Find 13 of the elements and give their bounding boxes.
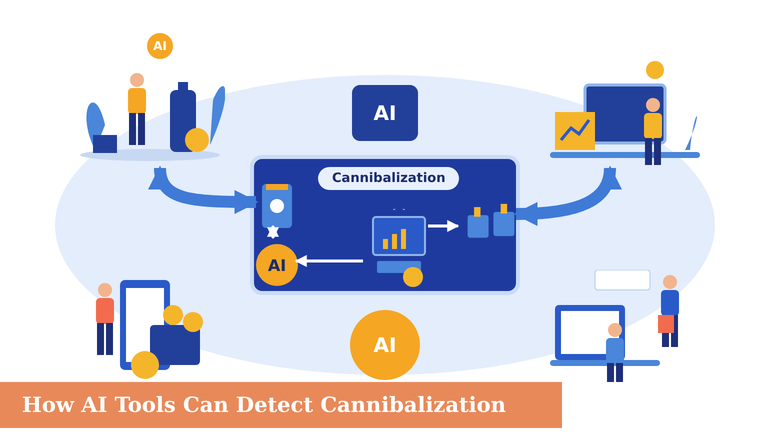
- title-pill: Cannibalization: [318, 167, 460, 190]
- arrow: [428, 220, 460, 232]
- arrow: [267, 224, 279, 240]
- title-banner: How AI Tools Can Detect Cannibalization: [0, 382, 562, 428]
- coin-icon: AI: [256, 244, 298, 286]
- profile-card-icon: [262, 184, 292, 228]
- laptop-chart-icon: [369, 209, 429, 289]
- arrow: [150, 166, 258, 214]
- dashboard-panel: [250, 155, 520, 295]
- chip-icon: AI: [352, 85, 418, 141]
- arrow: [294, 255, 363, 267]
- speech-bubble: AI: [147, 33, 173, 59]
- arrow: [514, 166, 620, 226]
